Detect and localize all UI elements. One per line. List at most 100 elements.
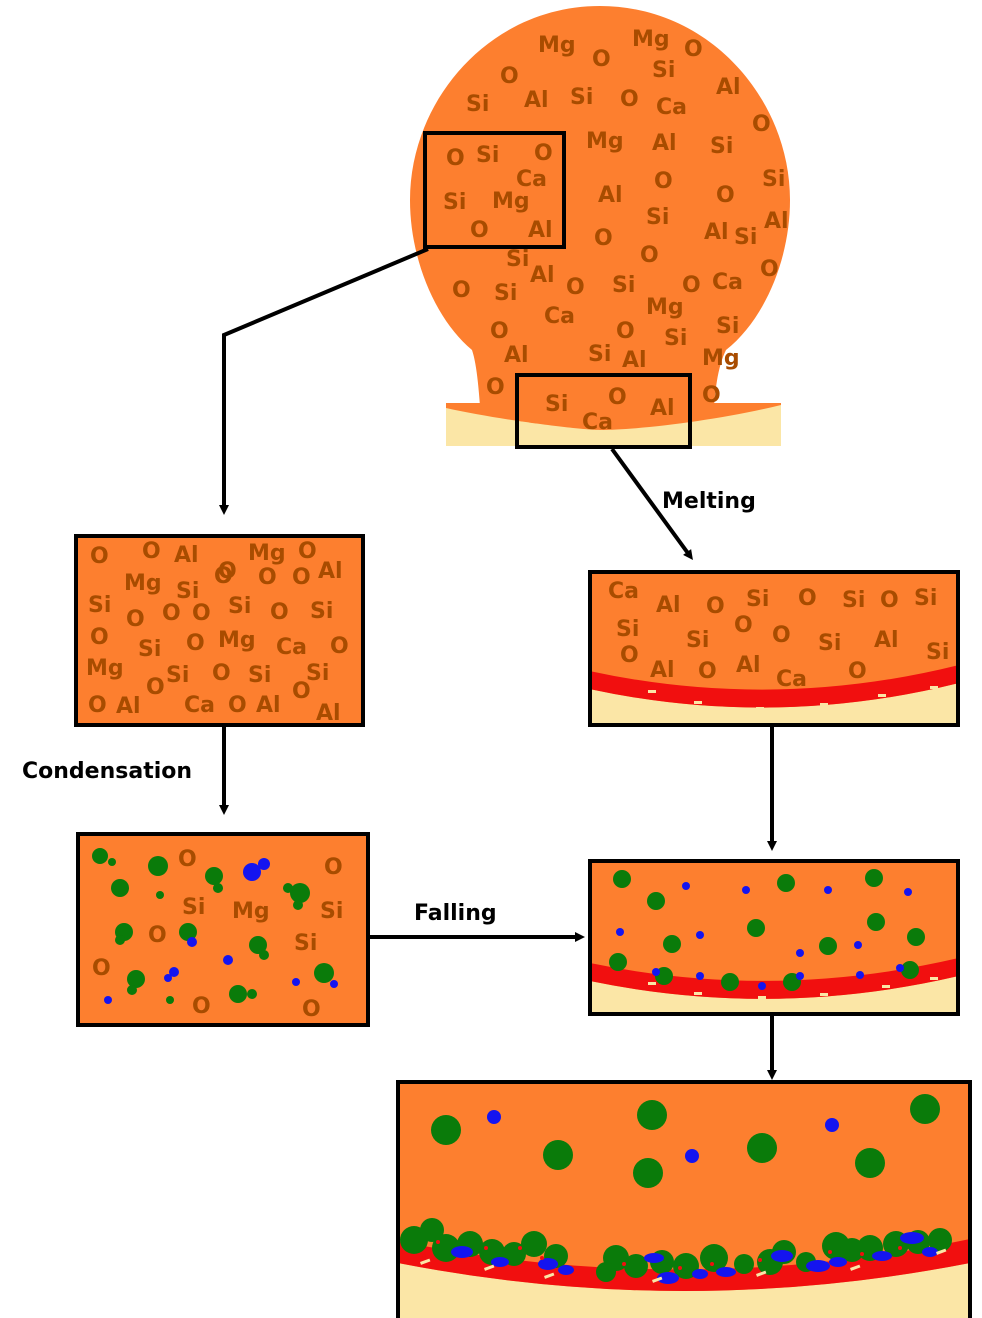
red-particle (622, 1262, 626, 1266)
element-label: O (258, 565, 277, 590)
element-label: O (192, 994, 211, 1019)
blue-particle (922, 1247, 938, 1257)
element-label: O (330, 634, 349, 659)
element-label: O (298, 539, 317, 564)
element-label: Si (842, 588, 865, 613)
element-label: O (302, 997, 321, 1022)
green-particle (431, 1115, 461, 1145)
element-label: O (566, 275, 585, 300)
element-label: O (446, 146, 465, 171)
element-label: O (228, 693, 247, 718)
blue-particle (872, 1251, 892, 1261)
layer-dash (694, 701, 702, 704)
layer-dash (882, 985, 890, 988)
blue-particle (742, 886, 750, 894)
layer-dash (930, 977, 938, 980)
element-label: Si (443, 190, 466, 215)
green-particle (613, 870, 631, 888)
red-particle (828, 1250, 832, 1254)
green-particle (283, 883, 293, 893)
element-label: Al (598, 183, 623, 208)
blue-particle (771, 1250, 793, 1262)
element-label: O (148, 923, 167, 948)
green-particle (901, 961, 919, 979)
element-label: Al (318, 559, 343, 584)
blue-particle (824, 886, 832, 894)
blue-particle (451, 1246, 473, 1258)
label-melting: Melting (662, 489, 756, 514)
blue-particle (716, 1267, 736, 1277)
green-particle (148, 856, 168, 876)
blue-particle (796, 972, 804, 980)
element-label: Ca (712, 270, 743, 295)
element-label: Al (764, 209, 789, 234)
element-label: O (682, 273, 701, 298)
red-particle (518, 1246, 522, 1250)
element-label: Al (736, 653, 761, 678)
blue-particle (904, 888, 912, 896)
element-label: Si (710, 134, 733, 159)
element-label: Al (316, 701, 341, 726)
blue-particle (896, 964, 904, 972)
element-label: Si (228, 594, 251, 619)
green-particle (111, 879, 129, 897)
element-label: Si (88, 593, 111, 618)
blue-particle (292, 978, 300, 986)
element-label: O (592, 47, 611, 72)
layer-dash (756, 707, 764, 710)
green-particle (609, 953, 627, 971)
red-particle (422, 1254, 426, 1258)
green-particle (127, 985, 137, 995)
element-label: Mg (702, 346, 740, 371)
element-label: O (594, 226, 613, 251)
blue-particle (685, 1149, 699, 1163)
green-particle (747, 919, 765, 937)
element-label: Si (612, 273, 635, 298)
element-label: Mg (646, 295, 684, 320)
element-label: Si (734, 225, 757, 250)
blue-particle (330, 980, 338, 988)
green-particle (855, 1148, 885, 1178)
element-label: O (324, 855, 343, 880)
element-label: Si (818, 631, 841, 656)
layer-dash (930, 686, 938, 689)
blue-particle (538, 1258, 558, 1270)
blue-particle (696, 931, 704, 939)
element-label: O (620, 87, 639, 112)
red-particle (540, 1256, 544, 1260)
element-label: O (192, 601, 211, 626)
element-label: Si (616, 617, 639, 642)
element-label: O (620, 643, 639, 668)
green-particle (259, 950, 269, 960)
green-particle (213, 883, 223, 893)
green-particle (663, 935, 681, 953)
element-label: O (162, 601, 181, 626)
element-label: Al (622, 348, 647, 373)
element-label: Mg (538, 33, 576, 58)
element-label: Mg (232, 899, 270, 924)
layer-dash (648, 690, 656, 693)
element-label: Si (646, 205, 669, 230)
blue-particle (900, 1232, 924, 1244)
green-particle (910, 1094, 940, 1124)
green-particle (747, 1133, 777, 1163)
element-label: Al (650, 658, 675, 683)
green-particle (734, 1254, 754, 1274)
green-particle (115, 935, 125, 945)
element-label: Si (914, 586, 937, 611)
blue-particle (616, 928, 624, 936)
element-label: Al (530, 263, 555, 288)
element-label: Si (138, 637, 161, 662)
element-label: Si (570, 85, 593, 110)
element-label: Al (256, 693, 281, 718)
element-label: Mg (632, 27, 670, 52)
element-label: Mg (492, 189, 530, 214)
green-particle (290, 883, 310, 903)
element-label: O (452, 278, 471, 303)
element-label: O (698, 659, 717, 684)
element-label: O (146, 675, 165, 700)
element-label: O (772, 623, 791, 648)
